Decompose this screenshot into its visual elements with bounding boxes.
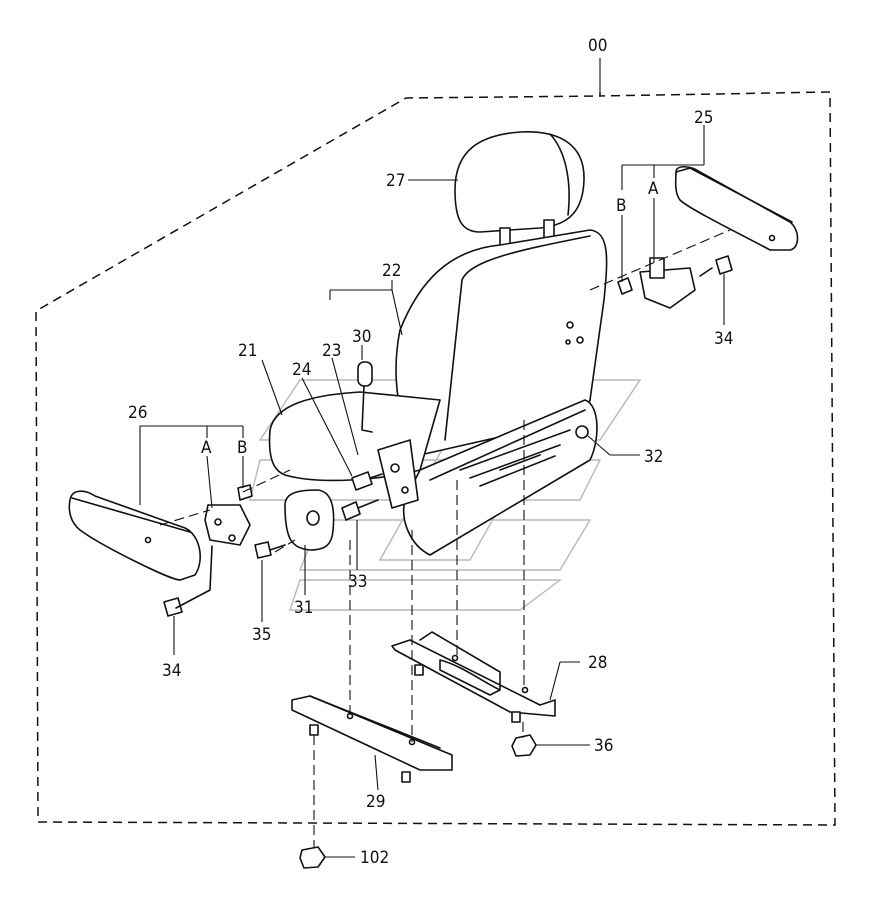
right-seat-rail: [391, 631, 556, 723]
callout-24: 24: [292, 360, 311, 380]
callout-102: 102: [360, 848, 389, 868]
leader-lines: [139, 125, 725, 858]
callout-31: 31: [294, 598, 313, 618]
letter-a-right: A: [648, 179, 659, 199]
callout-26: 26: [128, 403, 147, 423]
letter-b-right: B: [616, 196, 627, 216]
callout-30: 30: [352, 327, 371, 347]
callout-34-left: 34: [162, 661, 181, 681]
callout-23: 23: [322, 341, 341, 361]
callout-32: 32: [644, 447, 663, 467]
side-bracket: [377, 439, 419, 509]
left-seat-rail: [291, 695, 453, 783]
letter-a-left: A: [201, 438, 212, 458]
callout-29: 29: [366, 792, 385, 812]
assembly-boundary: [35, 91, 836, 826]
callout-33: 33: [348, 572, 367, 592]
callout-22: 22: [382, 261, 401, 281]
letter-b-left: B: [237, 438, 248, 458]
callout-35: 35: [252, 625, 271, 645]
callout-36: 36: [594, 736, 613, 756]
assembly-lines: [159, 229, 731, 848]
callout-34-right: 34: [714, 329, 733, 349]
callout-25: 25: [694, 108, 713, 128]
bolt-set: [341, 471, 383, 521]
knob-part: [284, 489, 335, 551]
left-armrest: [68, 484, 286, 617]
callout-21: 21: [238, 341, 257, 361]
recline-lever: [357, 361, 373, 433]
nut-102: [299, 846, 326, 869]
callout-28: 28: [588, 653, 607, 673]
assembly-label: 00: [588, 36, 607, 56]
callout-27: 27: [386, 171, 405, 191]
washer-32: [575, 425, 589, 439]
nut-36: [511, 734, 537, 757]
right-armrest: [617, 165, 799, 309]
